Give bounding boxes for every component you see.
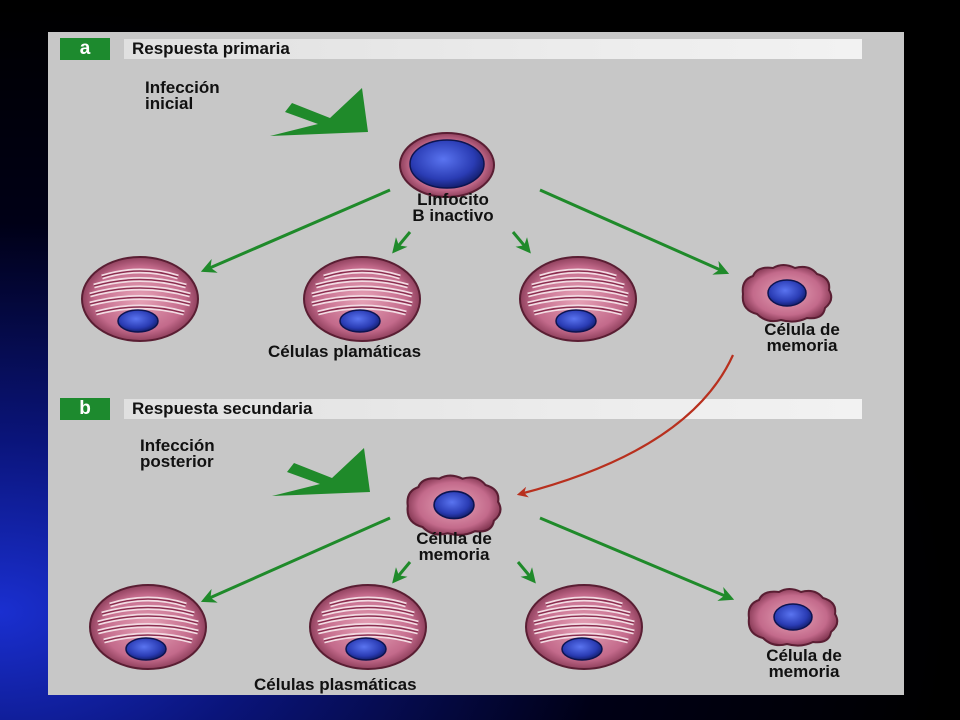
plasma-cell-b-1 (90, 585, 206, 669)
source-label-primary-line1: Linfocito (417, 190, 489, 209)
section-b-title: Respuesta secundaria (124, 399, 862, 419)
plasma-cell-b-3 (526, 585, 642, 669)
section-a-badge: a (60, 38, 110, 60)
arrow-b-3 (516, 561, 536, 584)
plasma-label-secondary: Células plasmáticas (254, 675, 417, 694)
section-a-header: a Respuesta primaria (60, 38, 862, 60)
arrow-a-1 (200, 188, 391, 273)
arrow-b-4 (539, 516, 735, 601)
memory-label-primary-line2: memoria (766, 336, 838, 355)
infection-label-primary: Infección inicial (145, 78, 220, 113)
memory-cell-a (741, 264, 833, 323)
plasma-cell-b-2 (310, 585, 426, 669)
arrow-b-1 (200, 516, 391, 603)
infection-label-primary-line2: inicial (145, 94, 194, 113)
source-label-primary: Linfocito B inactivo (388, 190, 518, 225)
infection-arrow-primary (270, 88, 368, 136)
lymphocyte-b-cell (399, 132, 495, 198)
infection-label-secondary-line1: Infección (140, 436, 215, 455)
section-b-badge: b (60, 398, 110, 420)
arrow-a-4 (539, 188, 730, 275)
infection-arrow-secondary (272, 448, 370, 496)
infection-label-secondary-line2: posterior (140, 452, 214, 471)
section-a-title: Respuesta primaria (124, 39, 862, 59)
plasma-cell-a-1 (82, 257, 198, 341)
section-b-header: b Respuesta secundaria (60, 398, 862, 420)
source-label-secondary-line2: memoria (418, 545, 490, 564)
source-label-primary-line2: B inactivo (412, 206, 494, 225)
infection-label-primary-line1: Infección (145, 78, 220, 97)
memory-cell-b (747, 588, 839, 647)
memory-label-primary: Célula de memoria (722, 320, 882, 355)
memory-label-secondary: Célula de memoria (724, 646, 884, 681)
arrow-b-2 (392, 561, 412, 584)
memory-label-secondary-line2: memoria (768, 662, 840, 681)
infection-label-secondary: Infección posterior (140, 436, 215, 471)
memory-cell-b-source (406, 474, 502, 537)
memory-label-secondary-line1: Célula de (766, 646, 842, 665)
plasma-label-primary: Células plamáticas (268, 342, 422, 361)
plasma-cell-a-3 (520, 257, 636, 341)
arrow-a-2 (392, 231, 412, 254)
memory-label-primary-line1: Célula de (764, 320, 840, 339)
source-label-secondary-line1: Célula de (416, 529, 492, 548)
arrow-a-3 (511, 231, 531, 254)
source-label-secondary: Célula de memoria (384, 529, 524, 564)
plasma-cell-a-2 (304, 257, 420, 341)
memory-link-arrow (516, 354, 735, 498)
